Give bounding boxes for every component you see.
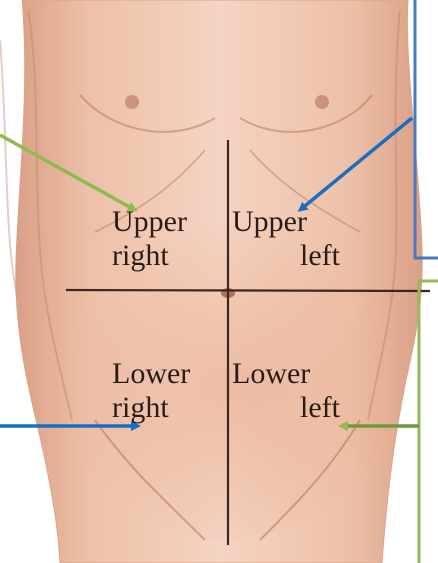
- arm-left-edge: [0, 40, 18, 300]
- lower-right-line2: right: [112, 391, 212, 425]
- lower-left-quadrant-label: Lower left: [232, 357, 340, 425]
- upper-right-quadrant-label: Upper right: [112, 205, 212, 273]
- lower-right-line1: Lower: [112, 357, 212, 391]
- upper-right-line2: right: [112, 239, 212, 273]
- lower-left-line2: left: [232, 391, 340, 425]
- upper-left-line2: left: [232, 239, 340, 273]
- upper-right-line1: Upper: [112, 205, 212, 239]
- lower-left-line1: Lower: [232, 357, 340, 391]
- green-callout-box: [419, 281, 438, 563]
- nipple-right: [125, 95, 139, 109]
- upper-left-line1: Upper: [232, 205, 340, 239]
- upper-left-quadrant-label: Upper left: [232, 205, 340, 273]
- nipple-left: [315, 95, 329, 109]
- lower-right-quadrant-label: Lower right: [112, 357, 212, 425]
- horizontal-divider: [66, 290, 430, 291]
